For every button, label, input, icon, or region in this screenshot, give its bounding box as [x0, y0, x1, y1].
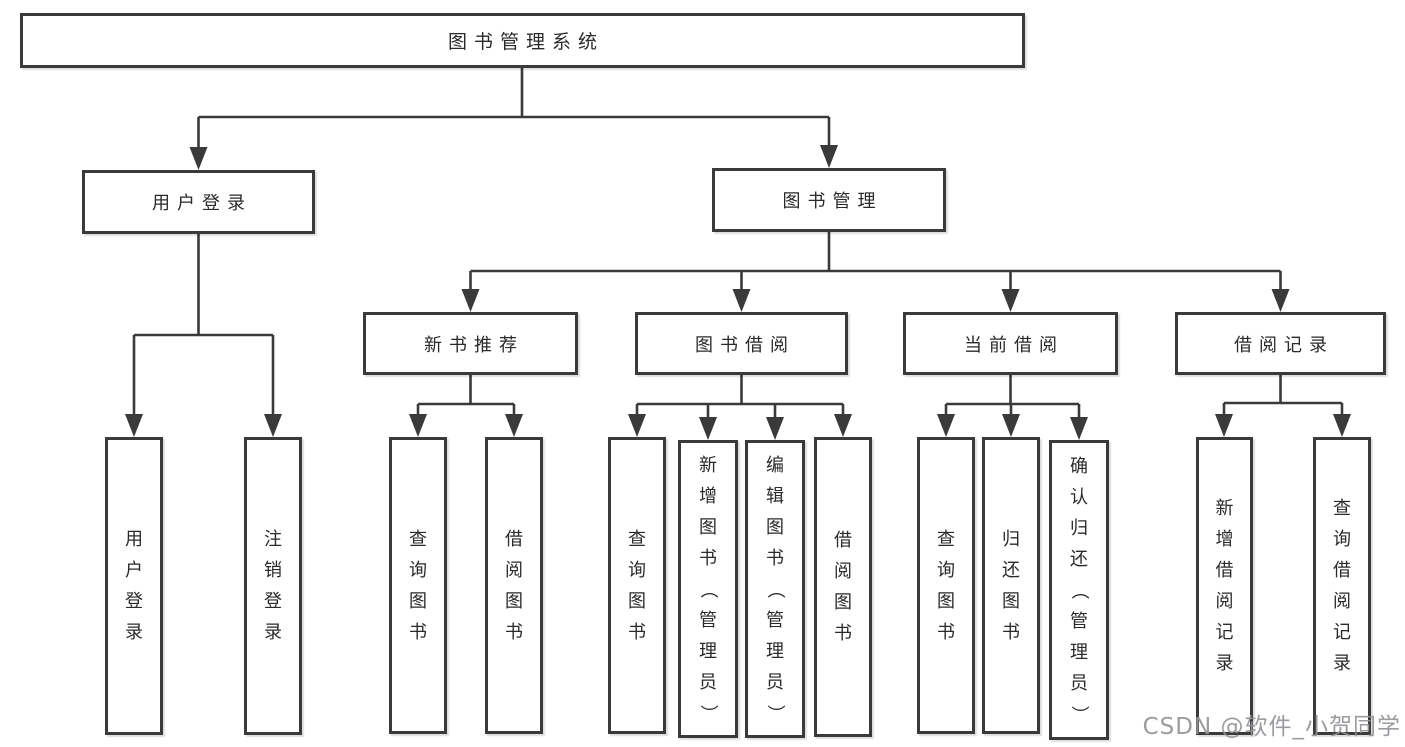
node-current-borrowing: 当前借阅 [903, 312, 1118, 375]
node-label: 图书管理 [782, 191, 883, 212]
node-label: 借阅记录 [1234, 334, 1334, 356]
connector-shafts [132, 68, 1344, 424]
leaf-label: 用户登录 [125, 529, 143, 643]
leaf-label: 新增借阅记录 [1215, 498, 1234, 674]
node-library-system: 图书管理系统 [20, 13, 1025, 68]
node-book-management: 图书管理 [712, 168, 946, 232]
node-new-book-recommend: 新书推荐 [363, 312, 578, 375]
leaf-user-login: 用户登录 [105, 437, 163, 735]
leaf-query-books-current: 查询图书 [917, 437, 975, 734]
leaf-label: 新增图书（管理员） [697, 454, 719, 723]
node-borrow-records: 借阅记录 [1175, 312, 1386, 375]
leaf-add-borrow-record: 新增借阅记录 [1196, 437, 1253, 735]
leaf-return-books: 归还图书 [982, 437, 1040, 734]
csdn-watermark: CSDN @软件_小贺同学 [1142, 714, 1401, 740]
leaf-label: 编辑图书（管理员） [764, 454, 786, 723]
leaf-query-books-recommend: 查询图书 [389, 437, 447, 734]
leaf-label: 确认归还（管理员） [1068, 455, 1090, 724]
leaf-label: 借阅图书 [505, 528, 523, 643]
arrowheads [125, 145, 1351, 440]
leaf-confirm-return-admin: 确认归还（管理员） [1049, 440, 1109, 740]
node-book-borrowing: 图书借阅 [635, 312, 848, 375]
leaf-query-books-borrowing: 查询图书 [608, 437, 666, 734]
leaf-label: 查询图书 [409, 528, 427, 643]
node-label: 新书推荐 [424, 334, 524, 356]
leaf-label: 查询借阅记录 [1333, 498, 1351, 674]
leaf-query-borrow-record: 查询借阅记录 [1313, 437, 1371, 735]
leaf-label: 借阅图书 [834, 530, 852, 644]
leaf-logout: 注销登录 [244, 437, 302, 735]
leaf-label: 查询图书 [628, 528, 646, 643]
leaf-label: 注销登录 [264, 529, 282, 643]
leaf-label: 归还图书 [1002, 528, 1020, 643]
node-label: 用户登录 [152, 193, 252, 214]
leaf-edit-books-admin: 编辑图书（管理员） [745, 440, 805, 738]
leaf-borrow-books-borrowing: 借阅图书 [814, 437, 872, 737]
leaf-borrow-books-recommend: 借阅图书 [485, 437, 543, 734]
node-label: 图书借阅 [695, 334, 795, 356]
node-label: 当前借阅 [964, 334, 1064, 356]
node-label: 图书管理系统 [447, 31, 604, 53]
leaf-label: 查询图书 [937, 528, 955, 643]
leaf-add-books-admin: 新增图书（管理员） [678, 440, 738, 738]
node-user-login: 用户登录 [82, 170, 315, 234]
